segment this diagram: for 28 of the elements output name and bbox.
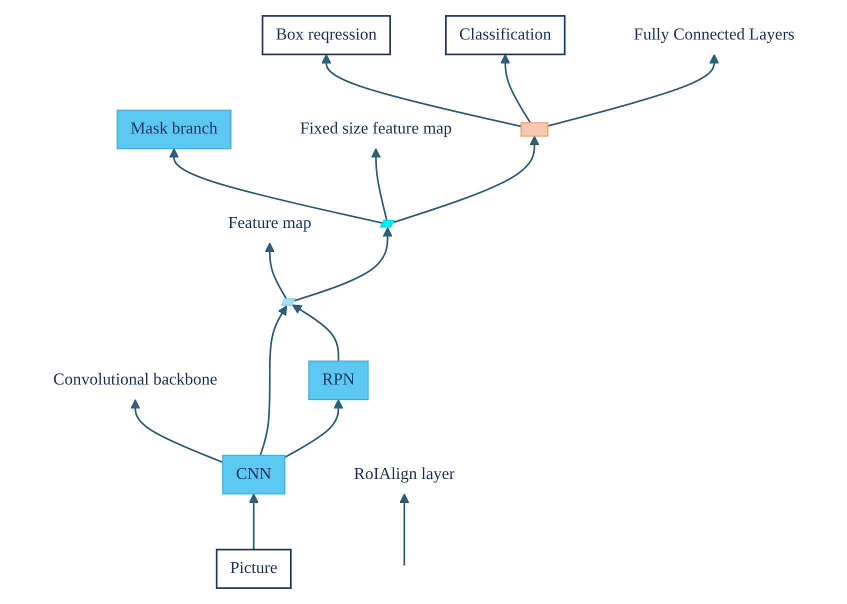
node-text: RoIAlign layer — [353, 465, 454, 484]
node-text: Fully Connected Layers — [633, 26, 794, 44]
arrow — [284, 399, 343, 458]
arrow — [264, 242, 287, 300]
node-text: Convolutional backbone — [52, 371, 217, 389]
arrow — [259, 305, 287, 456]
arrow — [500, 54, 531, 124]
node-text: Feature map — [228, 214, 311, 232]
node-text: Fixed size feature map — [300, 120, 452, 138]
arrow — [393, 136, 539, 224]
node-parallelogram — [280, 298, 296, 306]
arrow — [370, 148, 388, 222]
node-box: Box reqression — [261, 15, 391, 56]
node-box: Classification — [444, 15, 566, 56]
node-box — [520, 122, 548, 137]
node-box: Picture — [215, 548, 292, 589]
arrow — [294, 227, 392, 302]
arrow — [398, 493, 409, 566]
node-box: RPN — [308, 360, 368, 400]
node-box: Mask branch — [116, 110, 231, 150]
arrow — [168, 148, 383, 224]
arrow — [248, 493, 258, 550]
arrow — [292, 304, 339, 362]
node-parallelogram — [379, 220, 394, 228]
arrow — [130, 399, 223, 464]
node-box: CNN — [222, 454, 285, 494]
arrow — [547, 54, 719, 127]
arrow — [320, 54, 521, 128]
